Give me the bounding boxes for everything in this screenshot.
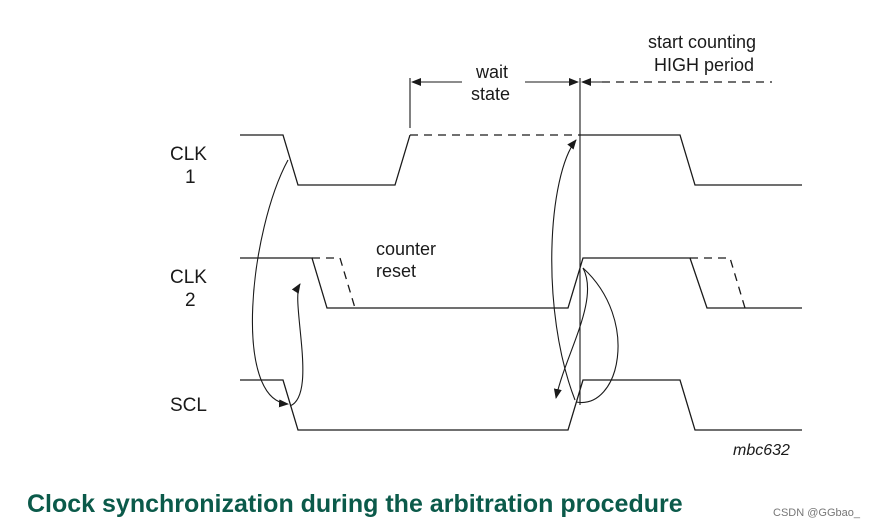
clk2-waveform bbox=[240, 257, 802, 309]
figure-reference: mbc632 bbox=[733, 442, 790, 459]
causal-arrows bbox=[251, 139, 619, 408]
clk2-label-line1: CLK bbox=[170, 267, 207, 288]
scl-label: SCL bbox=[170, 395, 207, 416]
clk2-label-line2: 2 bbox=[185, 290, 196, 311]
clk1-label-line1: CLK bbox=[170, 144, 207, 165]
wait-state-label-line1: wait bbox=[475, 62, 508, 82]
clk1-label-line2: 1 bbox=[185, 167, 196, 188]
watermark: CSDN @GGbao_ bbox=[773, 507, 860, 519]
start-counting-label-line2: HIGH period bbox=[654, 55, 754, 75]
wait-state-label-line2: state bbox=[471, 84, 510, 104]
scl-waveform bbox=[240, 379, 802, 431]
counter-reset-label-line1: counter bbox=[376, 239, 436, 259]
start-counting-label-line1: start counting bbox=[648, 32, 756, 52]
clk1-waveform bbox=[240, 134, 802, 186]
counter-reset-label-line2: reset bbox=[376, 261, 416, 281]
figure-caption: Clock synchronization during the arbitra… bbox=[27, 490, 683, 518]
